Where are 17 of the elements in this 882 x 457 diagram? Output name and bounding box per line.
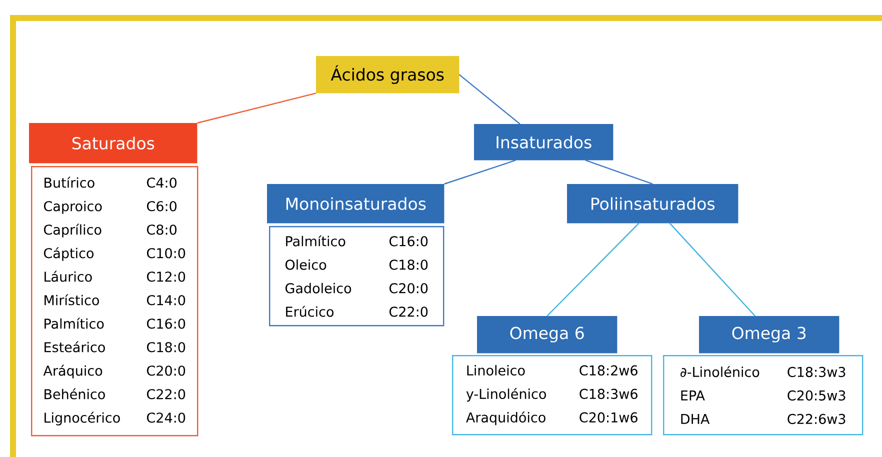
category-box: Insaturados [474,124,614,160]
connector-line [458,74,520,124]
connector-line [197,92,316,124]
category-box: Poliinsaturados [567,184,738,224]
category-box: Omega 6 [477,316,618,354]
category-box: Saturados [29,123,198,164]
connector-line [669,222,756,316]
fatty-acid-table: ∂-Linolénico C18:3w3 EPA C20:5w3 DHA C22:6w3 [663,354,864,436]
connector-line [546,222,640,316]
fatty-acid-table: Linoleico C18:2w6 y-Linolénico C18:3w6 Araquidóico C20:1w6 [452,354,652,436]
connector-line [585,160,653,185]
category-box: Monoinsaturados [267,184,444,224]
category-box: Omega 3 [699,316,840,354]
category-box: Ácidos grasos [316,56,460,94]
connector-line [444,160,516,185]
fatty-acid-table: Palmítico C16:0 Oleico C18:0 Gadoleico C20:0 Erúcico C22:0 [269,226,444,326]
fatty-acid-table: Butírico C4:0 Caproico C6:0 Caprílico C8:0 Cáptico C10:0 Láurico C12:0 Mirístico C14:0 Palmítico C16:0 Esteárico C18:0 Aráquico C20:0 Behénico C22:0 Lignocérico C24:0 [31,166,198,436]
